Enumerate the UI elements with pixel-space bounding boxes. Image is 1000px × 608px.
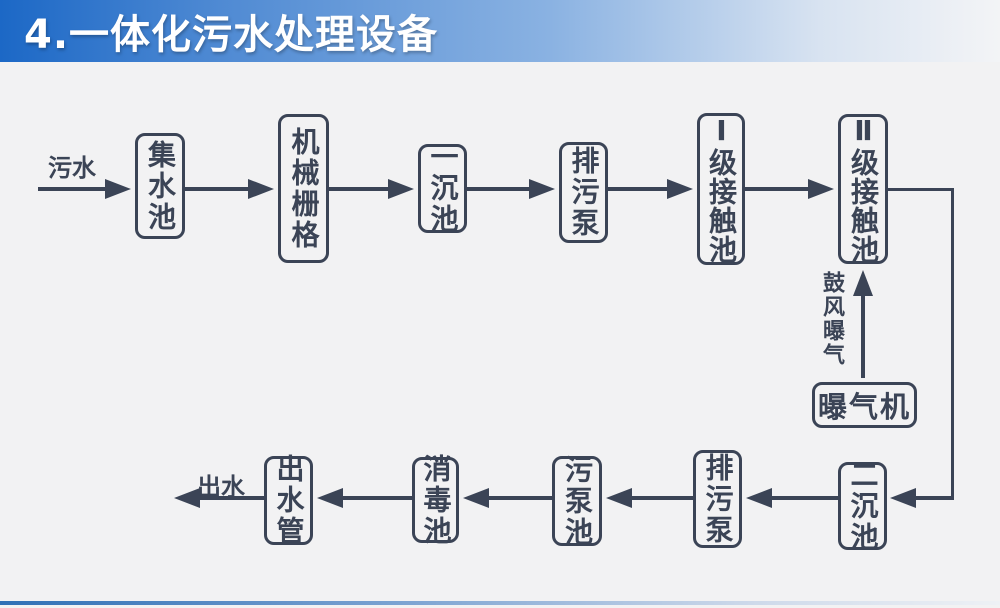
arrow-head-icon [174,488,200,508]
arrow-head-icon [317,488,343,508]
arrow-head-icon [463,488,489,508]
arrow-head-icon [853,270,873,296]
node-mechanical-grid: 机械栅格 [278,114,329,263]
node-level2-contact-tank: Ⅱ级接触池 [838,114,888,264]
arrow-secondary-to-pump [746,488,838,508]
node-aerator: 曝气机 [812,382,917,428]
node-sewage-pump-bottom: 排污泵 [693,450,742,548]
bottom-accent-bar [0,601,1000,605]
arrow-head-icon [606,488,632,508]
node-label: 机械栅格 [287,126,321,251]
connector-top-segment [888,188,954,191]
page-title: 4.一体化污水处理设备 [24,12,439,58]
node-outlet-pipe: 出水管 [264,454,313,547]
arrow-head-icon [388,179,414,199]
arrow-aerator-to-level2 [853,270,873,378]
arrow-primary-to-pump [467,179,555,199]
arrow-inflow-to-collecting-tank [38,179,131,199]
node-sewage-pump-top: 排污泵 [559,142,608,243]
arrow-level1-to-level2 [745,179,834,199]
arrow-head-icon [105,179,131,199]
arrow-head-icon [667,179,693,199]
node-primary-sedimentation-tank: 一沉池 [418,142,467,235]
node-label: Ⅱ级接触池 [847,114,880,264]
arrow-head-icon [808,179,834,199]
node-label: 消毒池 [419,453,453,547]
inflow-label: 污水 [48,154,96,182]
arrow-pump-to-sewage-tank [606,488,693,508]
node-secondary-sedimentation-tank: 二沉池 [838,459,887,553]
arrow-sewage-tank-to-disinfection [463,488,552,508]
arrow-outlet-to-outflow [174,488,264,508]
arrow-head-icon [890,488,916,508]
arrow-pump-to-level1 [608,179,693,199]
arrow-grid-to-primary [329,179,414,199]
node-label: 排污泵 [701,452,735,546]
connector-vertical-segment [951,188,954,500]
node-label: 排污泵 [567,146,601,239]
node-label: 曝气机 [817,390,911,424]
node-label: 出水管 [272,454,306,547]
arrow-head-icon [746,488,772,508]
node-disinfection-tank: 消毒池 [412,454,459,547]
node-collecting-tank: 集水池 [135,133,185,239]
arrow-head-icon [529,179,555,199]
node-label: 污泵池 [561,454,594,548]
node-label: 一沉池 [426,142,460,235]
node-label: 集水池 [144,139,177,233]
arrow-collecting-to-grid [185,179,274,199]
node-label: Ⅰ级接触池 [705,114,738,264]
node-level1-contact-tank: Ⅰ级接触池 [697,113,745,265]
arrow-head-icon [248,179,274,199]
arrow-connector-to-secondary [890,488,954,508]
node-sewage-pump-tank: 污泵池 [552,454,602,548]
slide-header: 4.一体化污水处理设备 [0,0,1000,62]
arrow-disinfection-to-outlet [317,488,412,508]
node-label: 二沉池 [846,459,880,553]
aeration-label: 鼓风曝气 [819,271,844,367]
